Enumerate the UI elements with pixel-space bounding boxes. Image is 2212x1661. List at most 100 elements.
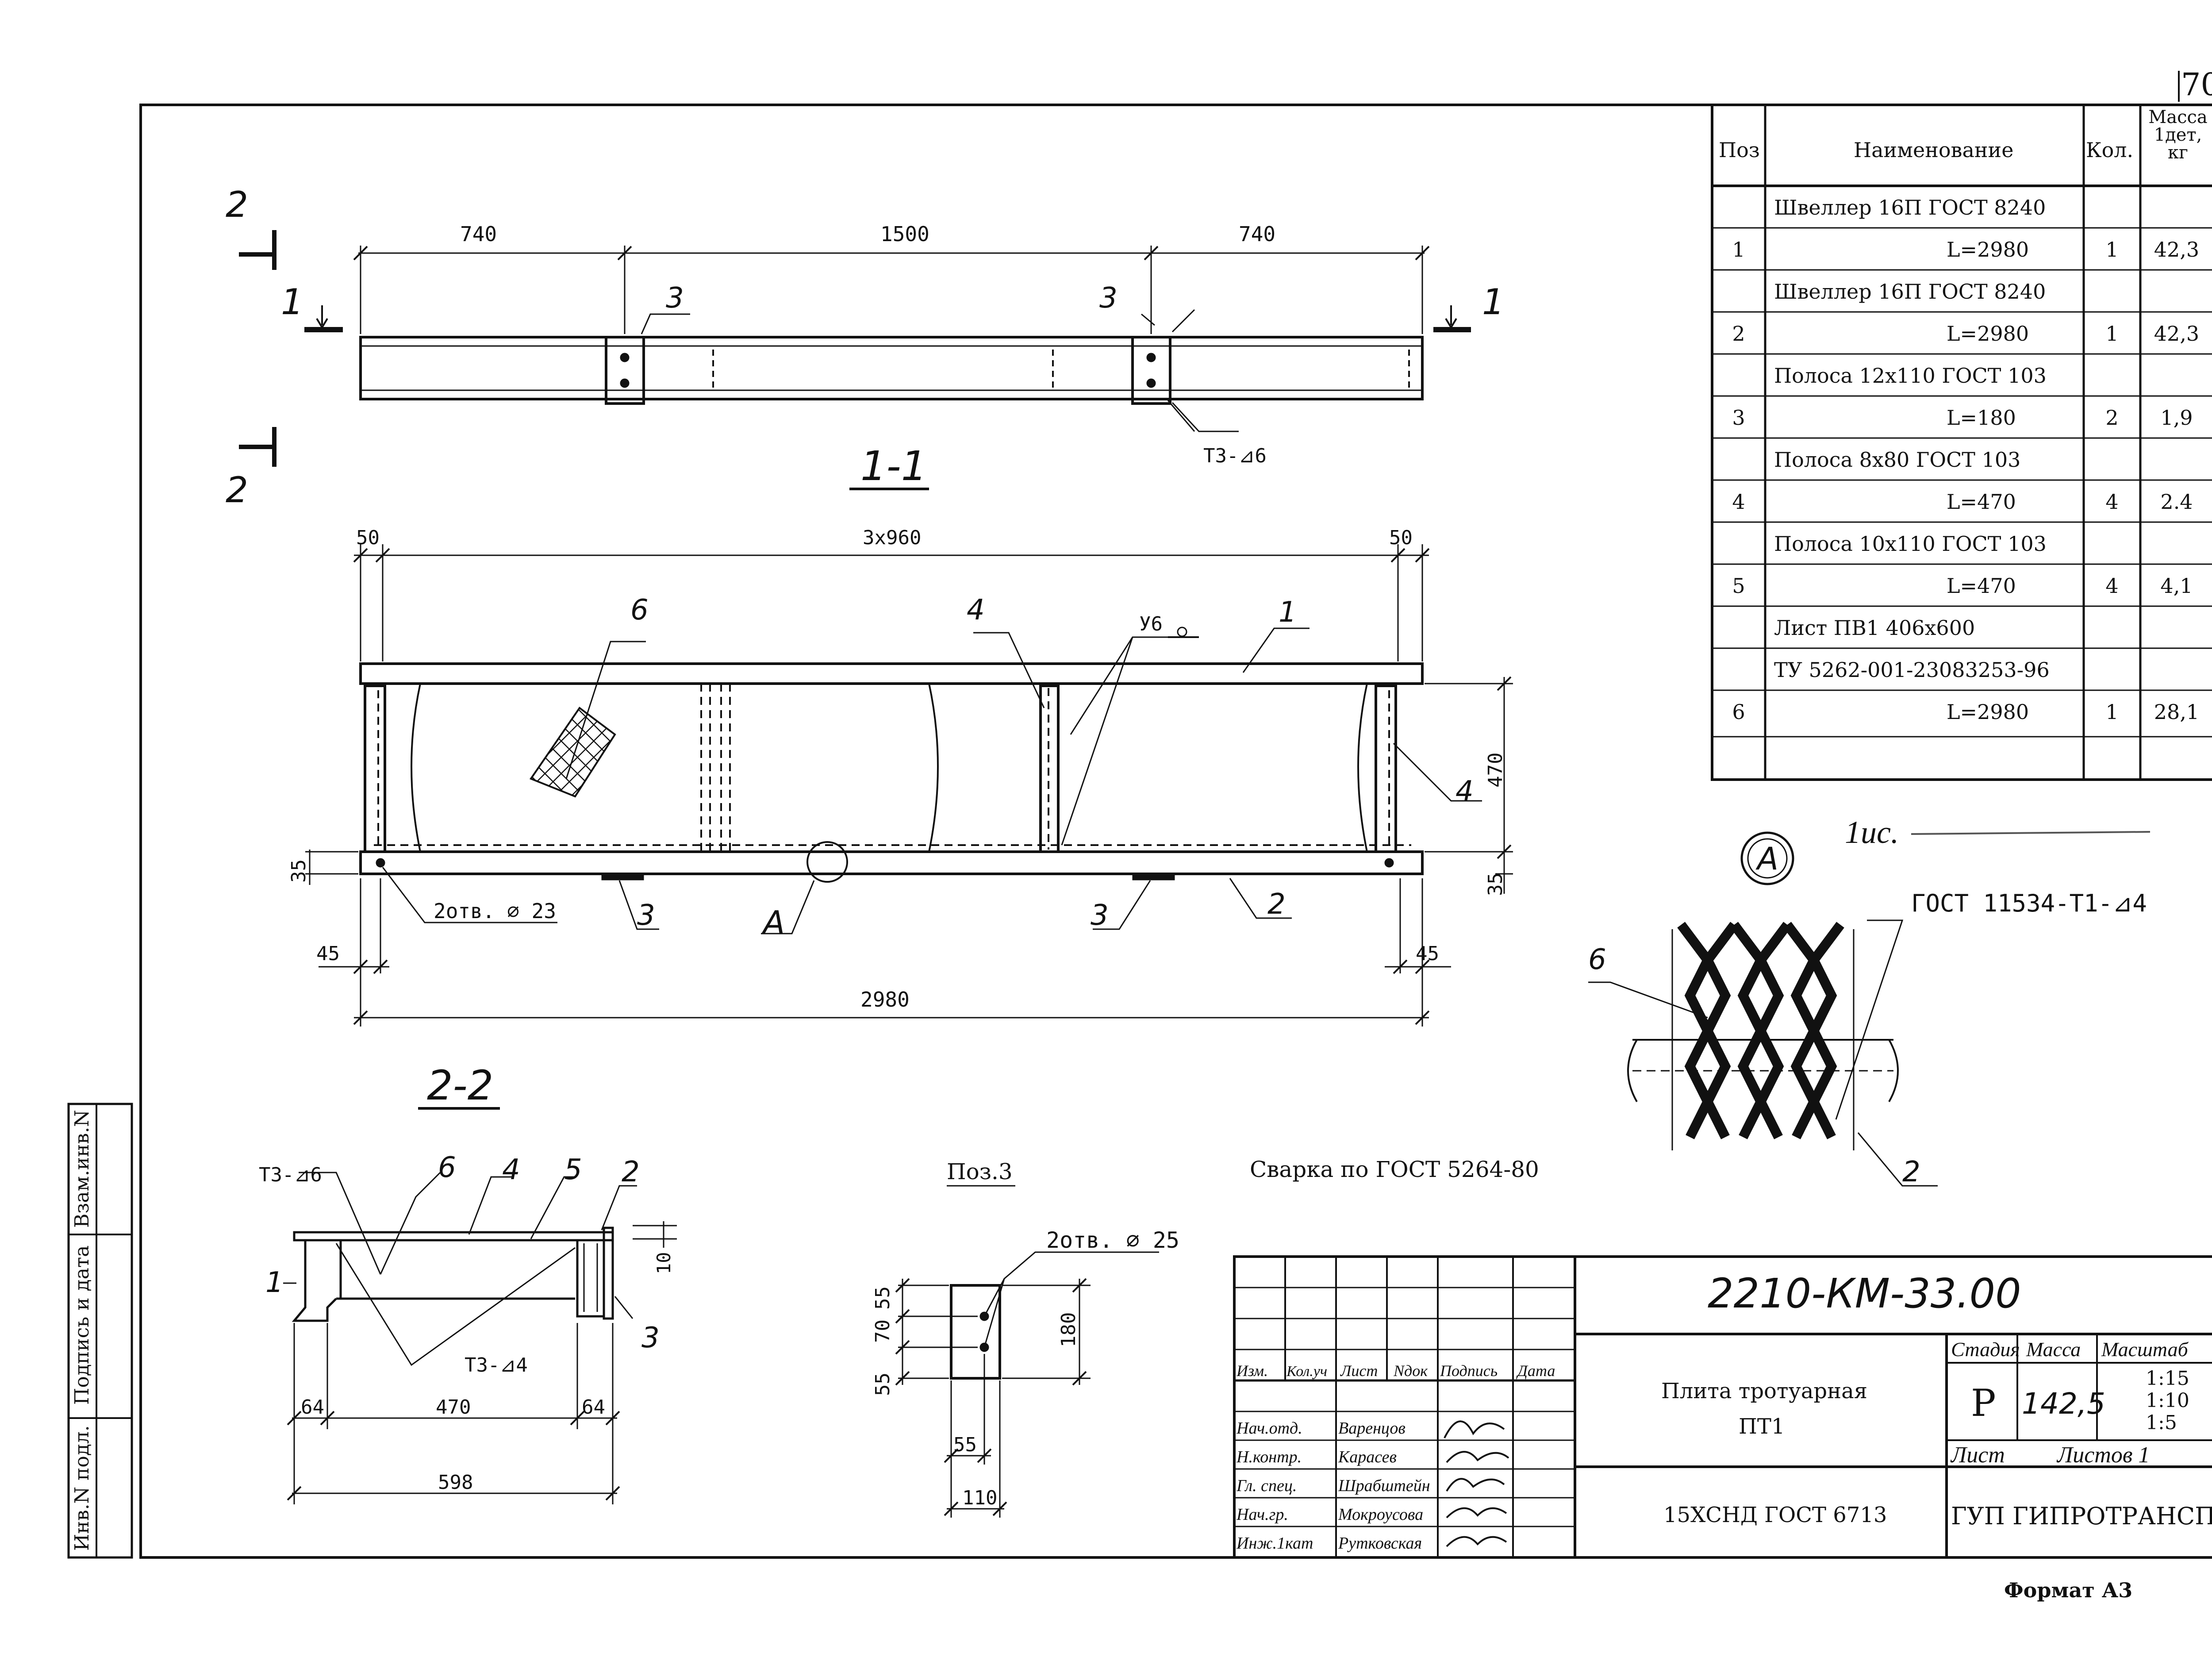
spec-table: Поз Наименование Кол. Масса 1дет, кг Шве… xyxy=(1711,104,2212,781)
section-2-2: 2-2 xyxy=(259,1062,677,1504)
plan-section-mark-2-bottom: 2 xyxy=(226,469,248,511)
tb-stage-label: Стадия xyxy=(1951,1338,2020,1361)
stamp-vzam-inv: Взам.инв.N xyxy=(71,1110,93,1228)
node-a-standard: ГОСТ 11534-Т1-⊿4 xyxy=(1911,889,2147,917)
s11-dim-35-right: 35 xyxy=(1484,873,1507,896)
spec-row-mass: 42,3 xyxy=(2154,322,2199,346)
welding-note: Сварка по ГОСТ 5264-80 xyxy=(1250,1157,1539,1182)
tb-col-izm: Изм. xyxy=(1236,1362,1268,1380)
tb-person-role: Н.контр. xyxy=(1236,1448,1302,1466)
s22-callout-5: 5 xyxy=(564,1153,582,1186)
stamp-inv-podl: Инв.N подл. xyxy=(71,1425,93,1551)
expanded-metal xyxy=(1677,922,1844,1139)
title-material: 15ХСНД ГОСТ 6713 xyxy=(1663,1503,1887,1527)
spec-row-name: Полоса 8х80 ГОСТ 103 xyxy=(1774,448,2020,472)
s11-dim-470: 470 xyxy=(1484,753,1507,788)
s22-weld-bottom: Т3-⊿4 xyxy=(465,1354,528,1376)
section-1-1-title: 1-1 xyxy=(860,442,927,490)
plan-dim-740-right: 740 xyxy=(1239,222,1275,246)
s22-callout-2: 2 xyxy=(622,1156,640,1188)
tb-col-list: Лист xyxy=(1340,1362,1378,1380)
plan-channel xyxy=(359,336,1424,400)
tb-person-name: Мокроусова xyxy=(1338,1505,1423,1524)
title-line-1: Плита тротуарная xyxy=(1661,1379,1867,1403)
plan-dim-740-left: 740 xyxy=(460,222,497,246)
spec-row-pos: 1 xyxy=(1732,238,1745,261)
spec-row-qty: 2 xyxy=(2105,406,2118,430)
s11-dim-3x960: 3х960 xyxy=(863,527,921,549)
s22-deck-plate xyxy=(293,1231,614,1242)
pos3-title: Поз.3 xyxy=(947,1159,1013,1184)
pos3-dim-70: 70 xyxy=(872,1319,894,1343)
spec-row-qty: 4 xyxy=(2105,574,2118,598)
title-block: 2210-КМ-33.00 Изм. Кол.уч Лист Nдок Подп… xyxy=(1233,1255,2212,1559)
plan-section-mark-1-left: 1 xyxy=(281,281,303,323)
title-code: 2210-КМ-33.00 xyxy=(1708,1270,2021,1317)
pos3-plate xyxy=(950,1284,1001,1380)
pos3-dim-55-bottom: 55 xyxy=(872,1373,894,1396)
tb-col-data: Дата xyxy=(1516,1362,1555,1380)
pos3-dim-55-top: 55 xyxy=(872,1286,894,1310)
node-a-callout-6: 6 xyxy=(1588,943,1606,976)
tb-person-role: Инж.1кат xyxy=(1236,1534,1313,1553)
spec-row-pos: 2 xyxy=(1732,322,1745,346)
mesh-sample xyxy=(529,707,616,798)
tb-organization: ГУП ГИПРОТРАНСПУТЬ xyxy=(1951,1502,2212,1530)
plan-dim-1500: 1500 xyxy=(880,222,929,246)
section-1-1: 1-1 xyxy=(288,442,1513,1027)
spec-row-qty: 1 xyxy=(2105,322,2118,346)
spec-row-pos: 4 xyxy=(1732,490,1745,514)
s22-weld-top: Т3-⊿6 xyxy=(259,1164,322,1186)
spec-row-name: L=2980 xyxy=(1947,322,2029,346)
s11-dim-50-right: 50 xyxy=(1389,527,1413,549)
tb-col-podpis: Подпись xyxy=(1440,1362,1498,1380)
spec-row-name: L=180 xyxy=(1947,406,2016,430)
spec-row-mass: 4,1 xyxy=(2160,574,2193,598)
s22-callout-6: 6 xyxy=(438,1151,456,1184)
plan-callout-3-right: 3 xyxy=(1099,282,1118,315)
tb-mass-label: Масса xyxy=(2026,1338,2081,1361)
s11-dim-2980: 2980 xyxy=(860,988,910,1011)
spec-row-name: Лист ПВ1 406х600 xyxy=(1774,616,1975,640)
tb-scale-2: 1:10 xyxy=(2146,1389,2189,1412)
s11-callout-4: 4 xyxy=(967,594,985,627)
spec-row-name: Полоса 10х110 ГОСТ 103 xyxy=(1774,532,2047,556)
s11-callout-1: 1 xyxy=(1279,596,1297,629)
s22-callout-4: 4 xyxy=(502,1153,520,1186)
plan-callout-3-left: 3 xyxy=(666,282,684,315)
spec-row-mass: 1,9 xyxy=(2160,406,2193,430)
s22-plate-3 xyxy=(603,1227,614,1320)
s11-callout-6: 6 xyxy=(630,594,649,627)
spec-row-mass: 28,1 xyxy=(2154,700,2199,724)
tb-sheets-label: Листов 1 xyxy=(2056,1442,2150,1468)
spec-row-qty: 1 xyxy=(2105,700,2118,724)
spec-row-qty: 1 xyxy=(2105,238,2118,261)
s11-callout-4-right: 4 xyxy=(1455,775,1474,808)
spec-row-name: L=2980 xyxy=(1947,238,2029,261)
node-a-label: А xyxy=(1755,841,1778,877)
plan-plate-3-right xyxy=(1131,336,1171,405)
sheet-number: 70 xyxy=(2181,66,2212,103)
spec-header-pos: Поз xyxy=(1719,138,1760,162)
spec-row-qty: 4 xyxy=(2105,490,2118,514)
s22-channel-left xyxy=(292,1240,337,1322)
node-a-detail: А 1ис. ГОСТ 11534-Т1-⊿4 6 xyxy=(1588,815,2151,1188)
node-a-handwritten: 1ис. xyxy=(1845,815,1899,850)
spec-row-name: L=470 xyxy=(1947,574,2016,598)
title-line-2: ПТ1 xyxy=(1739,1414,1785,1439)
format-label: Формат А3 xyxy=(2004,1578,2132,1602)
tb-person-name: Варенцов xyxy=(1338,1419,1406,1438)
section-channel-1 xyxy=(359,662,1424,685)
plan-section-mark-1-right: 1 xyxy=(1482,281,1505,323)
left-stamp: Инв.N подл. Подпись и дата Взам.инв.N xyxy=(71,1110,93,1551)
tb-stage-value: Р xyxy=(1971,1381,1996,1425)
plan-section-mark-2-top: 2 xyxy=(226,184,248,225)
spec-row-mass: 42,3 xyxy=(2154,238,2199,261)
pos3-detail: Поз.3 2отв. ∅ xyxy=(872,1159,1179,1518)
spec-header-qty: Кол. xyxy=(2086,138,2133,162)
tb-col-kol: Кол.уч xyxy=(1286,1363,1327,1380)
s11-dim-45-left: 45 xyxy=(316,942,340,965)
